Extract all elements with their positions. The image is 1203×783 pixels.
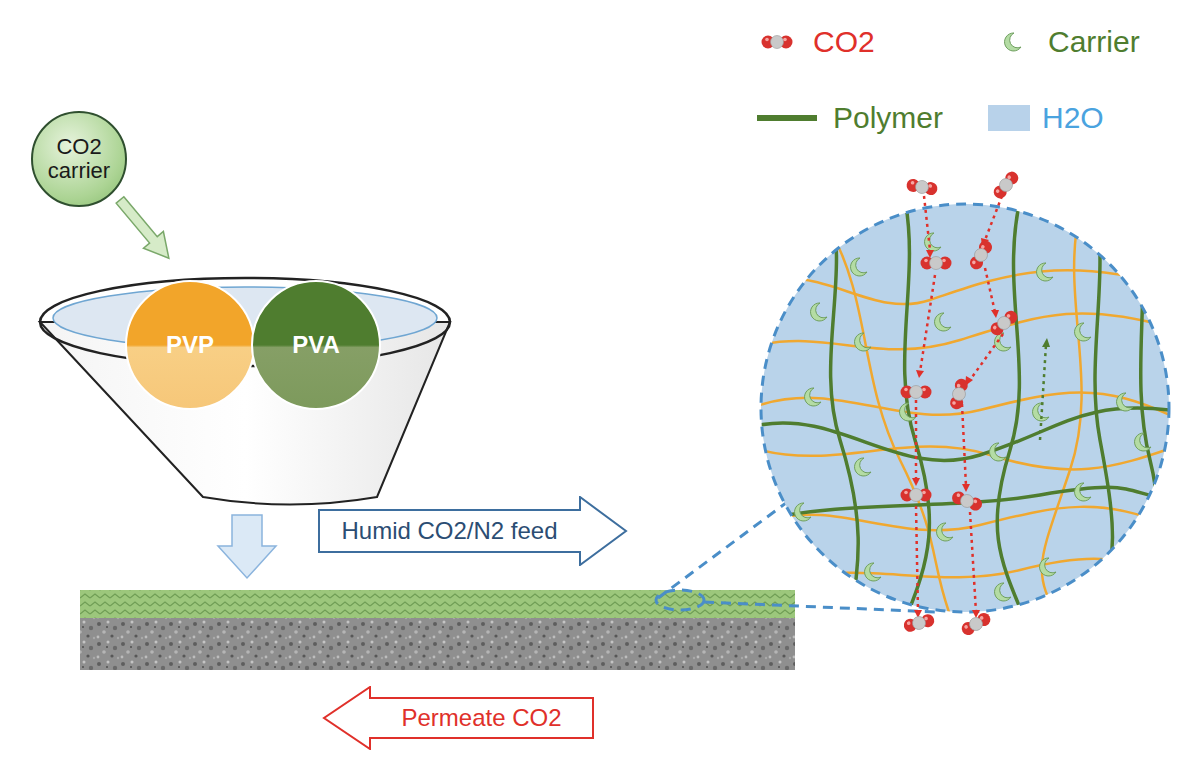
add-arrow <box>110 192 179 267</box>
legend-label: H2O <box>1042 101 1104 135</box>
legend-swatch <box>988 105 1030 131</box>
arrow-outline <box>319 497 626 565</box>
node-label: PVP <box>166 332 214 358</box>
legend-item: Carrier <box>990 20 1140 64</box>
legend-icon <box>755 20 799 64</box>
legend-item: CO2 <box>755 20 875 64</box>
co2-arrowheads <box>912 238 999 618</box>
support-layer <box>80 617 795 670</box>
node-label: CO2 carrier <box>41 135 117 183</box>
arrow-label: Humid CO2/N2 feed <box>341 517 557 545</box>
co2-path <box>916 196 1003 612</box>
permeate-arrow: Permeate CO2 <box>322 686 594 750</box>
feed-arrow: Humid CO2/N2 feed <box>318 496 628 566</box>
arrow-label: Permeate CO2 <box>401 704 561 732</box>
polymer-icon <box>757 115 817 121</box>
legend-label: Carrier <box>1048 25 1140 59</box>
co2-molecules <box>901 169 1021 637</box>
carrier-icon <box>1005 33 1021 51</box>
legend-label: CO2 <box>813 25 875 59</box>
down-arrow <box>218 515 276 578</box>
legend-label: Polymer <box>833 101 943 135</box>
legend-icon <box>990 20 1034 64</box>
water-path <box>1040 338 1050 440</box>
selective-layer <box>80 590 795 618</box>
carrier-circle: CO2 carrier <box>31 111 127 207</box>
node-label: PVA <box>292 332 340 358</box>
legend-item: H2O <box>988 96 1104 140</box>
legend-icon <box>755 96 819 140</box>
arrow-outline <box>324 687 593 749</box>
pva-circle: PVA <box>251 280 381 410</box>
pvp-circle: PVP <box>125 280 255 410</box>
funnel <box>40 278 450 505</box>
co2-icon <box>762 36 793 49</box>
legend-item: Polymer <box>755 96 943 140</box>
zoom-circle <box>760 200 1180 621</box>
